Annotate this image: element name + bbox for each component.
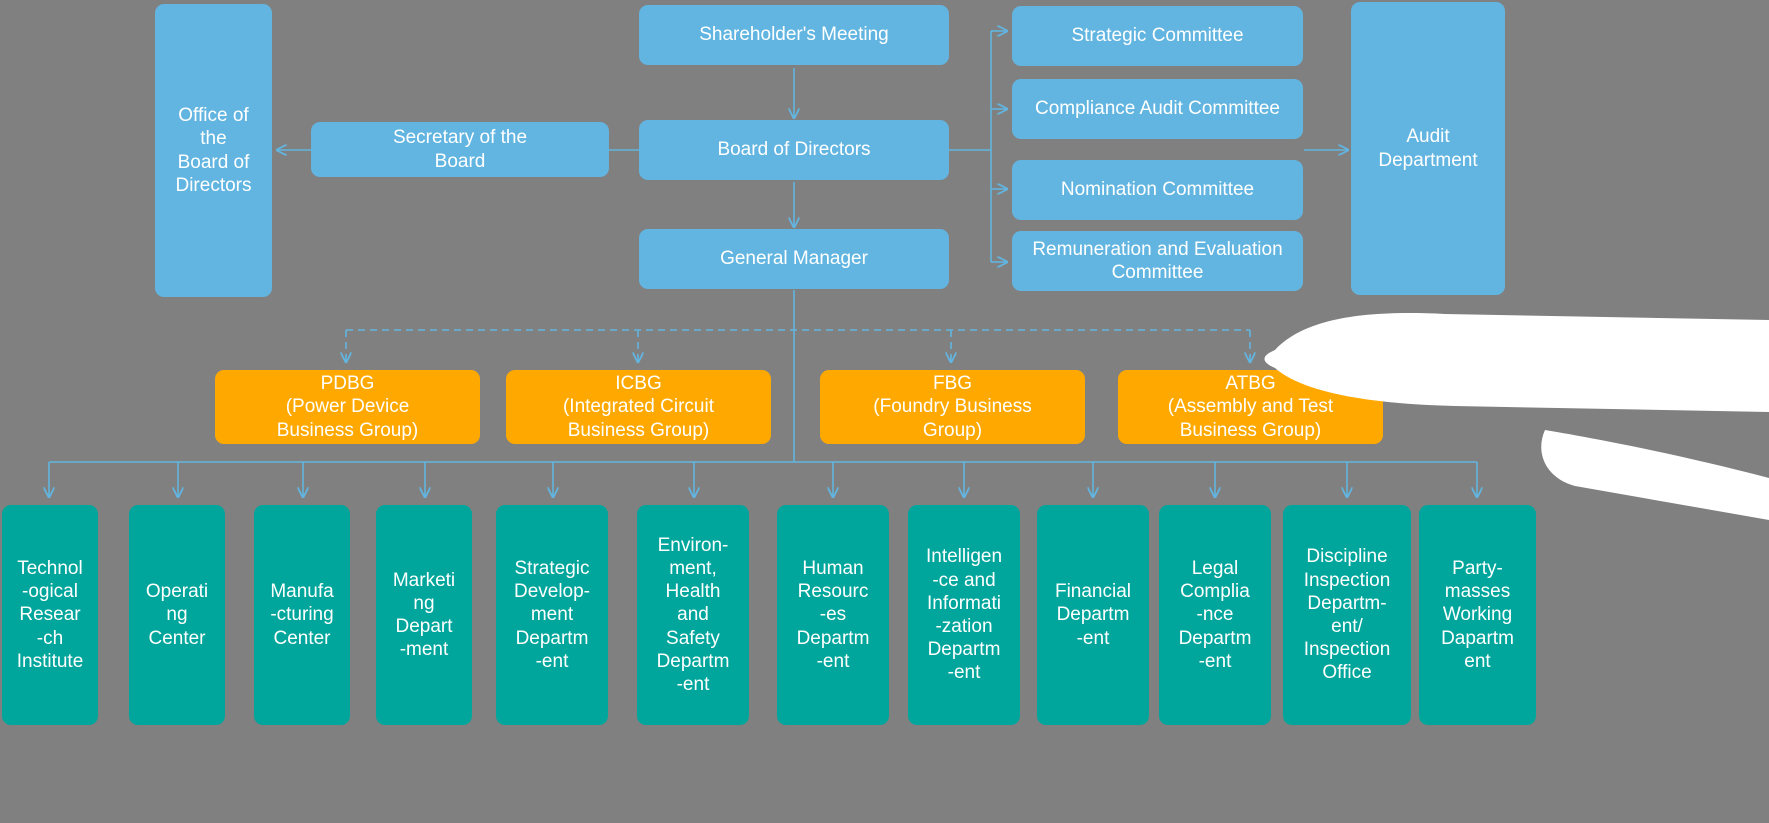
node-department-financial[interactable]: Financial Departm -ent xyxy=(1037,505,1149,725)
node-business-group-pdbg[interactable]: PDBG (Power Device Business Group) xyxy=(215,370,480,444)
node-committee-strategic[interactable]: Strategic Committee xyxy=(1012,6,1303,66)
node-committee-remuneration-evaluation[interactable]: Remuneration and Evaluation Committee xyxy=(1012,231,1303,291)
node-department-environment-health-safety[interactable]: Environ- ment, Health and Safety Departm… xyxy=(637,505,749,725)
node-department-manufacturing-center[interactable]: Manufa -cturing Center xyxy=(254,505,350,725)
node-board-of-directors[interactable]: Board of Directors xyxy=(639,120,949,180)
node-department-legal-compliance[interactable]: Legal Complia -nce Departm -ent xyxy=(1159,505,1271,725)
node-office-of-the-board[interactable]: Office of the Board of Directors xyxy=(155,4,272,297)
node-business-group-icbg[interactable]: ICBG (Integrated Circuit Business Group) xyxy=(506,370,771,444)
node-department-human-resources[interactable]: Human Resourc -es Departm -ent xyxy=(777,505,889,725)
node-department-discipline-inspection[interactable]: Discipline Inspection Departm- ent/ Insp… xyxy=(1283,505,1411,725)
node-department-marketing[interactable]: Marketi ng Depart -ment xyxy=(376,505,472,725)
node-department-strategic-development[interactable]: Strategic Develop- ment Departm -ent xyxy=(496,505,608,725)
node-secretary-of-the-board[interactable]: Secretary of the Board xyxy=(311,122,609,177)
node-department-operating-center[interactable]: Operati ng Center xyxy=(129,505,225,725)
node-committee-compliance-audit[interactable]: Compliance Audit Committee xyxy=(1012,79,1303,139)
node-audit-department[interactable]: Audit Department xyxy=(1351,2,1505,295)
node-general-manager[interactable]: General Manager xyxy=(639,229,949,289)
node-department-party-masses-working[interactable]: Party- masses Working Dapartm ent xyxy=(1419,505,1536,725)
node-shareholders-meeting[interactable]: Shareholder's Meeting xyxy=(639,5,949,65)
node-department-technological-research-institute[interactable]: Technol -ogical Resear -ch Institute xyxy=(2,505,98,725)
node-business-group-atbg[interactable]: ATBG (Assembly and Test Business Group) xyxy=(1118,370,1383,444)
node-department-intelligence-informatization[interactable]: Intelligen -ce and Informati -zation Dep… xyxy=(908,505,1020,725)
node-business-group-fbg[interactable]: FBG (Foundry Business Group) xyxy=(820,370,1085,444)
node-committee-nomination[interactable]: Nomination Committee xyxy=(1012,160,1303,220)
